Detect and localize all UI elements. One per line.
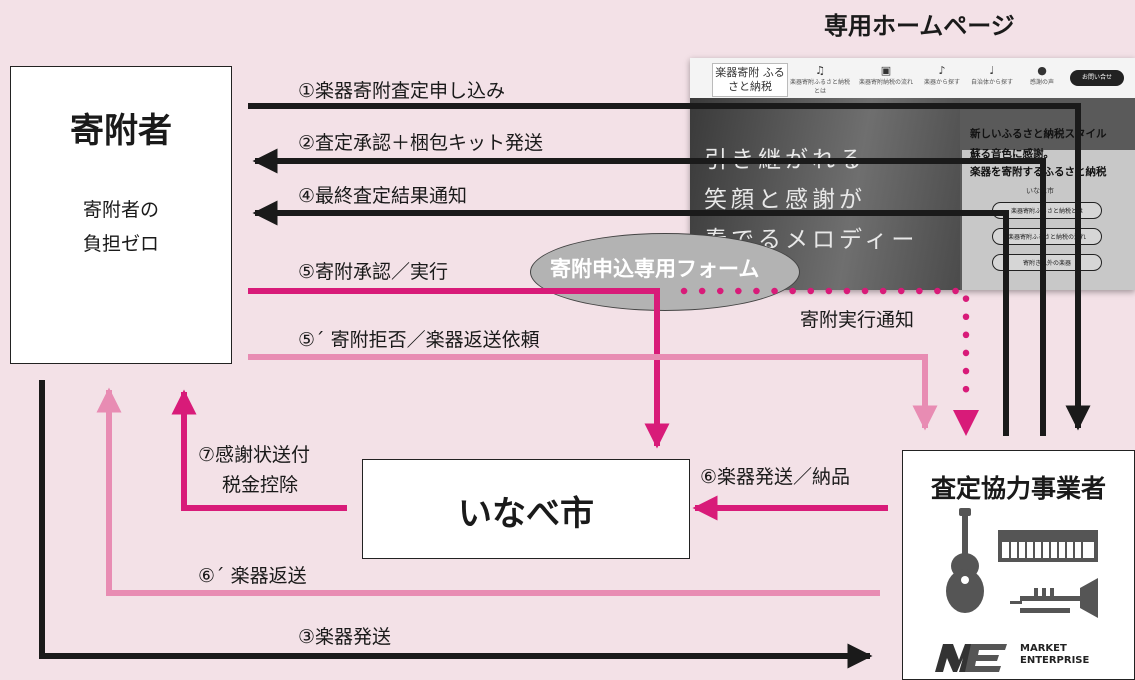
homepage-side-panel: 新しいふるさと納税スタイル 蘇る音色に感謝。 楽器を寄附するふるさと納税 いなべ… xyxy=(962,128,1135,290)
trumpet-icon xyxy=(1010,578,1098,618)
panel-line-2: 蘇る音色に感謝。 xyxy=(970,148,1054,160)
nav-item-instruments: ♪楽器から探す xyxy=(912,64,972,86)
keyboard-icon xyxy=(998,530,1098,562)
donor-note-line-2: 負担ゼロ xyxy=(82,233,159,255)
flow-label-5: ⑤寄附承認／実行 xyxy=(298,261,449,283)
arrow-2-approval xyxy=(252,148,1046,436)
panel-line-3: 楽器を寄附するふるさと納税 xyxy=(970,166,1107,178)
arrow-3-shipping xyxy=(39,380,873,669)
arrow-1-application xyxy=(248,103,1091,431)
arrow-6b-return xyxy=(96,387,880,596)
nav-item-voices: ●感謝の声 xyxy=(1012,64,1072,86)
city-node: いなべ市 xyxy=(362,459,690,559)
form-label: 寄附申込専用フォーム xyxy=(550,257,760,281)
guitar-icon: ♪ xyxy=(938,64,946,77)
panel-button-1: 楽器寄附ふるさと納税とは xyxy=(992,202,1102,219)
flow-label-4: ④最終査定結果通知 xyxy=(298,185,468,207)
speech-icon: ● xyxy=(1037,64,1047,77)
donor-note-line-1: 寄附者の xyxy=(82,199,159,221)
flow-label-6b: ⑥´ 楽器返送 xyxy=(198,565,307,587)
flow-label-3: ③楽器発送 xyxy=(298,626,392,648)
arrow-4-final-result xyxy=(252,200,1009,436)
flow-label-1: ①楽器寄附査定申し込み xyxy=(298,80,506,102)
gift-icon: ▣ xyxy=(880,64,892,77)
nav-item-about: ♫楽器寄附ふるさと納税とは xyxy=(790,64,851,95)
donor-node: 寄附者 寄附者の 負担ゼロ xyxy=(10,66,232,364)
site-heading: 専用ホームページ xyxy=(824,12,1015,40)
instrument-illustrations xyxy=(946,508,1098,618)
contact-button: お問い合せ xyxy=(1070,70,1124,86)
panel-button-2: 楽器寄附ふるさと納税の流れ xyxy=(992,228,1102,245)
flow-label-7-line1: ⑦感謝状送付 xyxy=(198,444,311,466)
flow-label-5b: ⑤´ 寄附拒否／楽器返送依頼 xyxy=(298,329,540,351)
flow-label-notice: 寄附実行通知 xyxy=(800,309,915,331)
city-title: いなべ市 xyxy=(458,494,594,534)
music-note-icon: ♫ xyxy=(815,64,825,77)
arrow-5-approval xyxy=(248,288,670,449)
donor-title: 寄附者 xyxy=(70,111,172,151)
arrow-5b-rejection xyxy=(248,354,938,431)
panel-button-3: 寄附き以外の楽器 xyxy=(992,254,1102,271)
panel-line-1: 新しいふるさと納税スタイル xyxy=(970,128,1107,140)
form-ellipse xyxy=(530,233,800,311)
notice-arrow-head xyxy=(953,410,979,436)
hero-line-2: 笑顔と感謝が xyxy=(704,187,866,213)
flow-label-7-line2: 税金控除 xyxy=(222,474,299,496)
guitar-icon xyxy=(946,508,984,613)
homepage-logo: 楽器寄附 ふるさと納税 xyxy=(712,63,788,97)
market-enterprise-logo xyxy=(935,644,1007,672)
nav-item-flow: ▣楽器寄附納税の流れ xyxy=(856,64,916,86)
arrow-7-certificate xyxy=(171,389,347,511)
partner-node: 査定協力事業者 xyxy=(902,450,1135,680)
homepage-nav-bar: 楽器寄附 ふるさと納税 ♫楽器寄附ふるさと納税とは ▣楽器寄附納税の流れ ♪楽器… xyxy=(690,58,1135,98)
flow-label-6: ⑥楽器発送／納品 xyxy=(700,466,851,488)
note-icon: ♩ xyxy=(989,64,995,77)
flow-label-2: ②査定承認＋梱包キット発送 xyxy=(298,132,544,154)
nav-item-municipality: ♩自治体から探す xyxy=(962,64,1022,86)
partner-title: 査定協力事業者 xyxy=(930,474,1106,503)
